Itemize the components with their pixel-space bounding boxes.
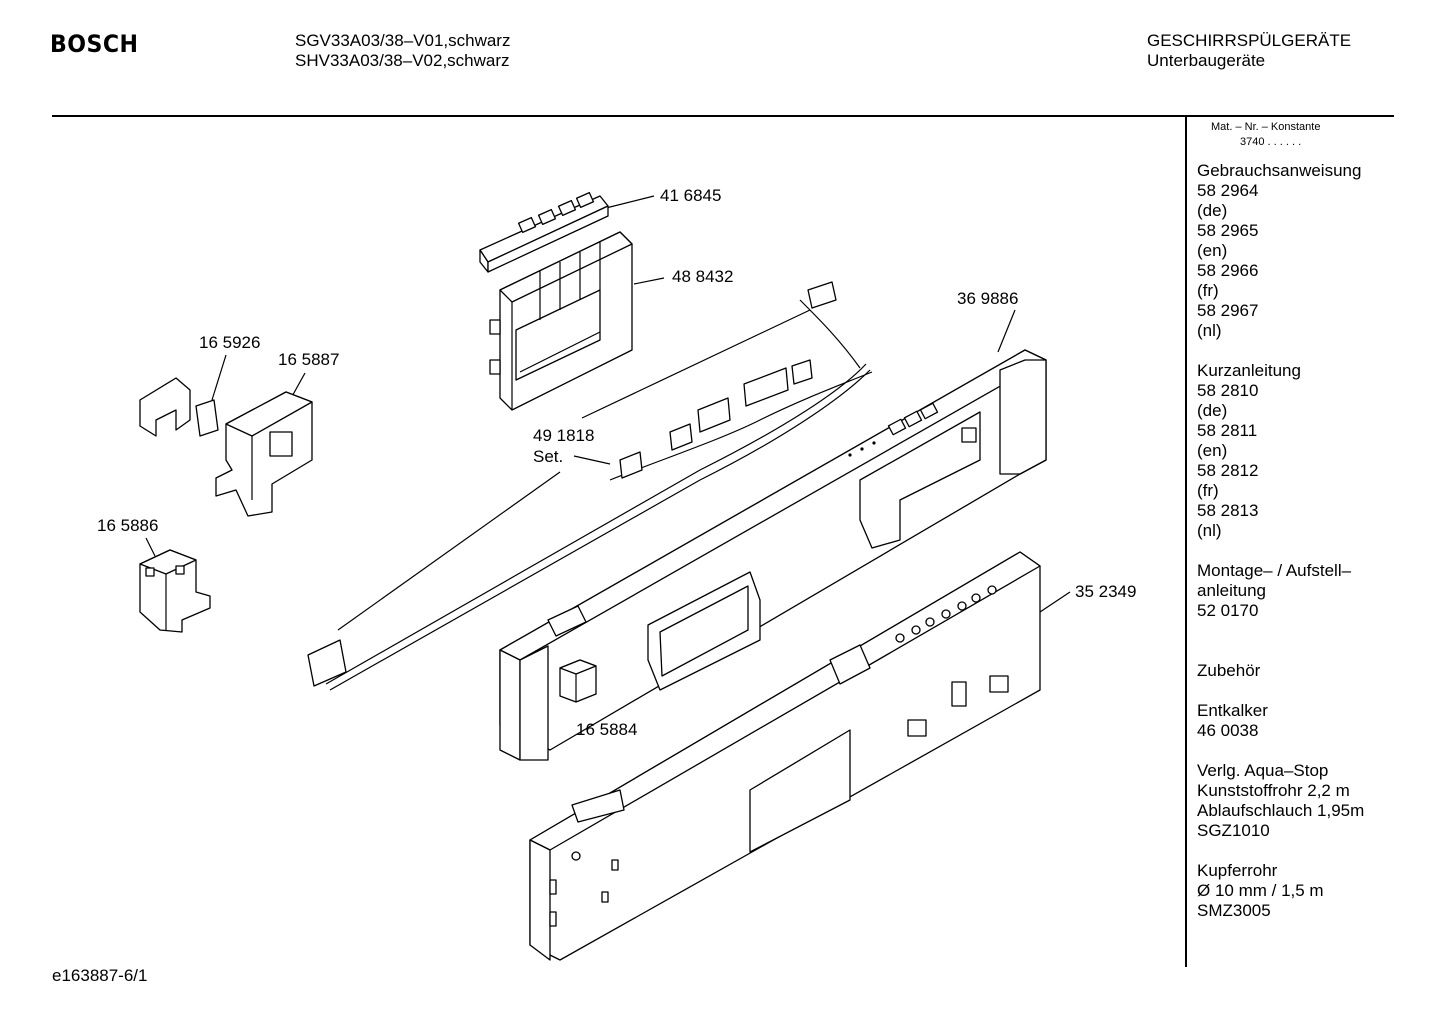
- sidebar-line: (nl): [1197, 321, 1222, 340]
- drawing-code: e163887-6/1: [52, 966, 148, 985]
- sidebar-line: (fr): [1197, 481, 1219, 500]
- header-divider: [52, 115, 1394, 117]
- mat-nr-value: 3740 . . . . . .: [1240, 136, 1302, 148]
- sidebar-line: SMZ3005: [1197, 901, 1271, 920]
- callout-165886: 16 5886: [97, 516, 159, 535]
- sidebar-line: Ablaufschlauch 1,95m: [1197, 801, 1365, 820]
- part-165887-holder: [215, 391, 313, 517]
- sidebar-divider: [1185, 117, 1187, 967]
- callout-165884: 16 5884: [576, 720, 638, 739]
- part-352349-inner-panel: [529, 551, 1041, 961]
- sidebar-line: 52 0170: [1197, 601, 1259, 620]
- sidebar-line: Gebrauchsanweisung: [1197, 161, 1362, 180]
- sidebar-line: (en): [1197, 241, 1228, 260]
- sidebar-line: Verlg. Aqua–Stop: [1197, 761, 1329, 780]
- sidebar-line: Kunststoffrohr 2,2 m: [1197, 781, 1350, 800]
- callout-488432: 48 8432: [672, 267, 734, 286]
- model-line-1: SGV33A03/38–V01,schwarz: [295, 31, 511, 50]
- mat-nr-label: Mat. – Nr. – Konstante: [1211, 121, 1321, 133]
- callout-491818: 49 1818: [533, 426, 595, 445]
- sidebar-line: 46 0038: [1197, 721, 1259, 740]
- sidebar-line: SGZ1010: [1197, 821, 1270, 840]
- callout-165887: 16 5887: [278, 350, 340, 369]
- category-subtitle: Unterbaugeräte: [1147, 51, 1266, 70]
- sidebar-line: Zubehör: [1197, 661, 1261, 680]
- part-165886-connector: [139, 549, 211, 633]
- sidebar-line: (en): [1197, 441, 1228, 460]
- sidebar-line: (de): [1197, 201, 1228, 220]
- sidebar-line: (de): [1197, 401, 1228, 420]
- exploded-parts-drawing: [139, 191, 1071, 961]
- sidebar-line: 58 2813: [1197, 501, 1259, 520]
- sidebar-line: 58 2811: [1197, 421, 1258, 440]
- sidebar-line: 58 2965: [1197, 221, 1259, 240]
- model-line-2: SHV33A03/38–V02,schwarz: [295, 51, 510, 70]
- part-165926-bracket: [139, 377, 219, 437]
- sidebar-line: 58 2810: [1197, 381, 1259, 400]
- part-416845-key-cover: [479, 191, 609, 273]
- sidebar-line: 58 2964: [1197, 181, 1259, 200]
- part-491818-cable-harness: [307, 281, 873, 691]
- brand-logo: BOSCH: [50, 30, 139, 58]
- sidebar-line: 58 2812: [1197, 461, 1259, 480]
- sidebar-line: Kurzanleitung: [1197, 361, 1301, 380]
- part-488432-control-module: [489, 231, 633, 411]
- category-title: GESCHIRRSPÜLGERÄTE: [1147, 31, 1352, 50]
- sidebar-line: Entkalker: [1197, 701, 1268, 720]
- sidebar-line: Ø 10 mm / 1,5 m: [1197, 881, 1324, 900]
- part-165884-cube: [559, 659, 597, 703]
- callout-369886: 36 9886: [957, 289, 1019, 308]
- callout-set: Set.: [533, 447, 564, 466]
- sidebar-line: (nl): [1197, 521, 1222, 540]
- sidebar-line: anleitung: [1197, 581, 1267, 600]
- sidebar-line: Montage– / Aufstell–: [1197, 561, 1352, 580]
- sidebar-line: 58 2966: [1197, 261, 1259, 280]
- part-369886-fascia-panel: [499, 349, 1047, 761]
- sidebar-line: (fr): [1197, 281, 1219, 300]
- sidebar-line: 58 2967: [1197, 301, 1259, 320]
- sidebar-line: Kupferrohr: [1197, 861, 1278, 880]
- callout-352349: 35 2349: [1075, 582, 1137, 601]
- callout-165926: 16 5926: [199, 333, 261, 352]
- callout-416845: 41 6845: [660, 186, 722, 205]
